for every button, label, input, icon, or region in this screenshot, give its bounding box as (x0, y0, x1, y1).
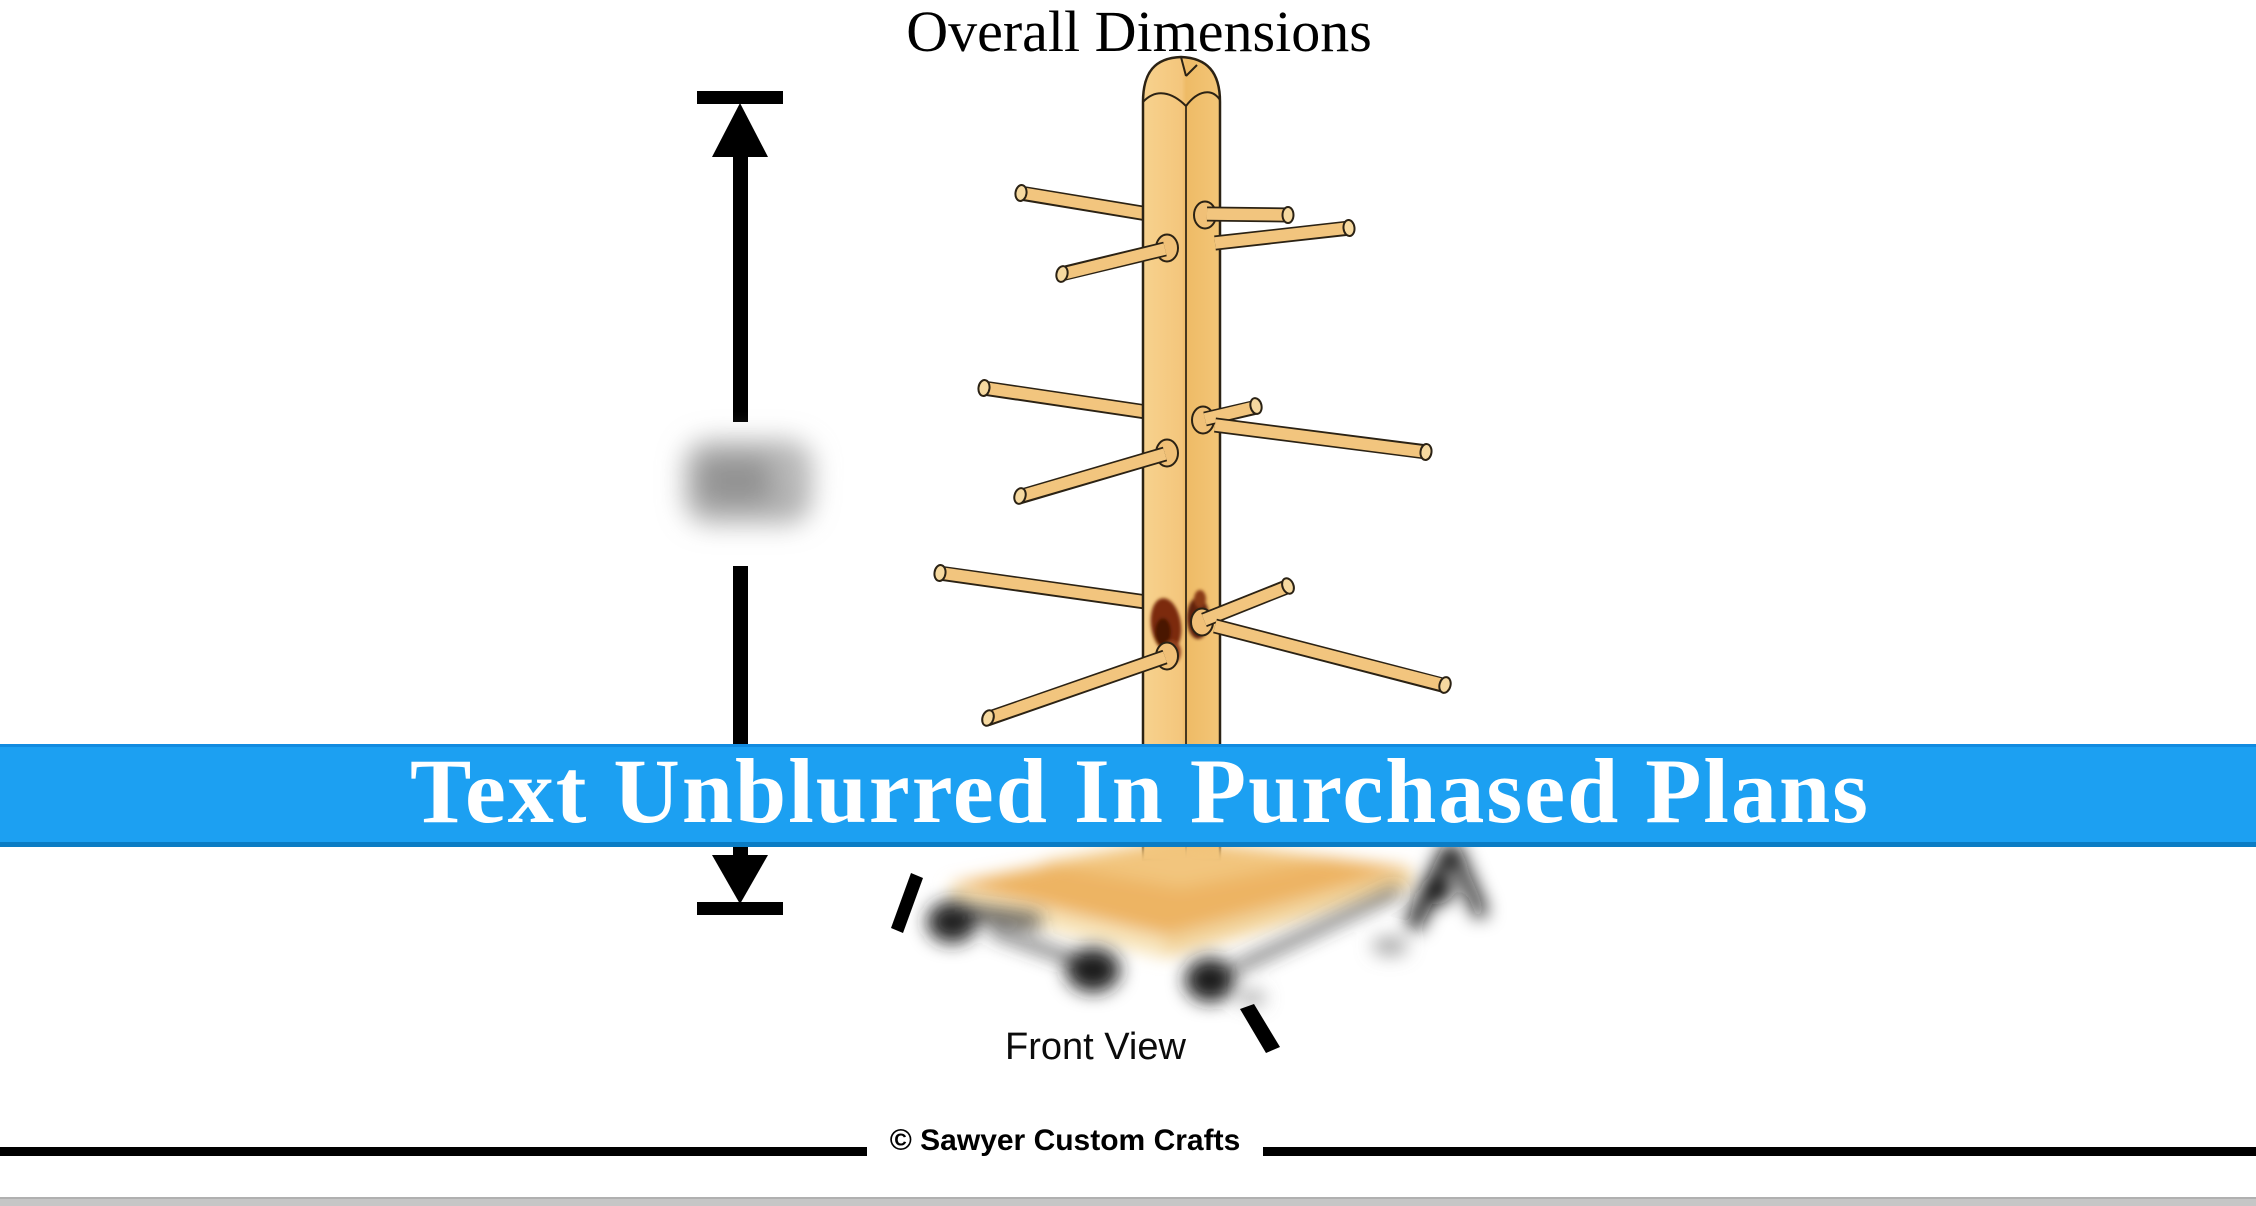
watermark-banner: Text Unblurred In Purchased Plans (0, 740, 2256, 847)
view-label: Front View (1005, 1026, 1186, 1068)
dimension-top-tick (697, 91, 783, 104)
page-title: Overall Dimensions (906, 0, 1372, 64)
peg-front-right-middle (1214, 417, 1433, 461)
dimension-arrowhead-down-icon (712, 855, 768, 904)
footer-copyright: © Sawyer Custom Crafts (889, 1124, 1241, 1157)
peg-front-right-bottom (1213, 618, 1452, 694)
blurred-base-platform (950, 838, 1412, 958)
post-cap-seam-left (1142, 92, 1187, 107)
blurred-casters (927, 842, 1488, 1006)
footer-divider-left (0, 1147, 867, 1156)
peg-front-right-top (1214, 219, 1356, 251)
post-cap-notch (1180, 56, 1198, 77)
peg-front-left-top (1055, 241, 1167, 283)
stroke-fragment-left (891, 873, 923, 933)
horizontal-scrollbar-track[interactable] (0, 1197, 2256, 1206)
peg-rack-drawing (933, 55, 1452, 862)
dimension-arrowhead-up-icon (712, 103, 768, 157)
dimension-shaft-upper (733, 150, 748, 422)
peg-back-left-bottom (933, 564, 1162, 612)
peg-back-left-top (1014, 184, 1162, 224)
blurred-dimension-value (684, 440, 814, 524)
base-dimension-stroke-fragments (891, 873, 1280, 1053)
peg-front-left-bottom (981, 649, 1168, 727)
peg-back-right-top (1206, 206, 1295, 224)
vertical-dimension-arrow (684, 91, 814, 915)
watermark-banner-text: Text Unblurred In Purchased Plans (410, 739, 1870, 842)
dimension-bottom-tick (697, 902, 783, 915)
peg-back-right-bottom (1201, 577, 1295, 627)
footer-divider-right (1263, 1147, 2256, 1156)
post-cap-seam-right (1185, 91, 1221, 107)
peg-back-right-middle (1203, 397, 1263, 427)
peg-front-left-middle (1013, 446, 1168, 505)
peg-back-left-middle (977, 379, 1162, 422)
stroke-fragment-bottom (1240, 1004, 1280, 1053)
